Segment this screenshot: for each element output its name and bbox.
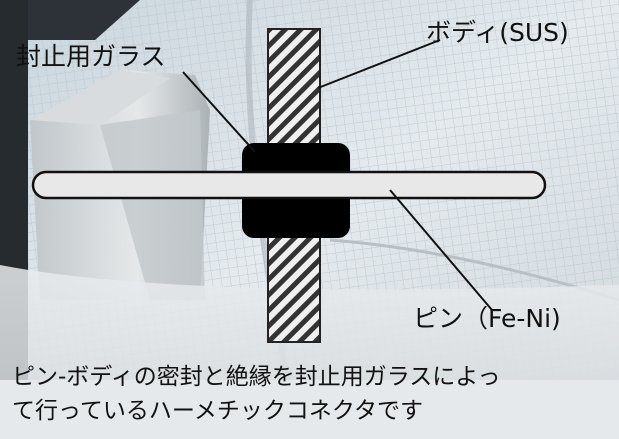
pin: [31, 170, 547, 200]
caption-line-1: ピン-ボディの密封と絶縁を封止用ガラスによっ: [12, 364, 501, 390]
body-leader-line: [317, 39, 441, 89]
body-label: ボディ(SUS): [426, 18, 569, 47]
caption: ピン-ボディの密封と絶縁を封止用ガラスによっ て行っているハーメチックコネクタで…: [12, 360, 612, 428]
body-upper: [267, 28, 321, 160]
caption-line-2: て行っているハーメチックコネクタです: [12, 398, 424, 424]
pin-label: ピン（Fe-Ni): [413, 304, 561, 333]
sealing-glass-label: 封止用ガラス: [16, 42, 166, 71]
pin-leader-line: [389, 189, 493, 311]
glass-leader-line: [182, 71, 256, 153]
